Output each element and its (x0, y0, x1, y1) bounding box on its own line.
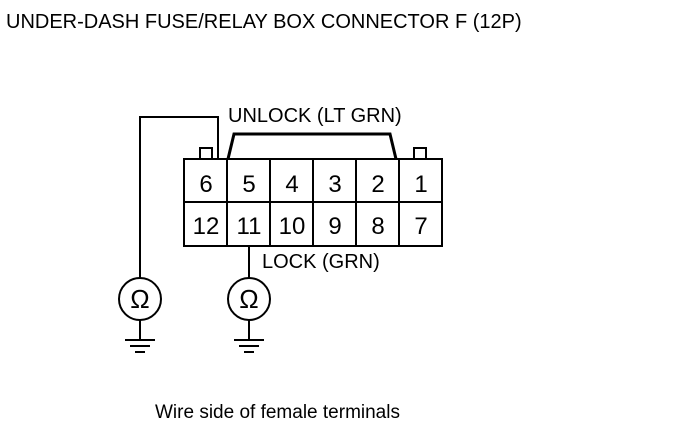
pin-label: 12 (193, 213, 220, 240)
ohm-icon: Ω (239, 284, 258, 314)
pin-label: 10 (279, 213, 306, 240)
pin-label: 11 (237, 213, 262, 240)
pin-label: 2 (371, 171, 384, 198)
connector-housing (183, 132, 443, 247)
pin-label: 5 (242, 171, 255, 198)
pin-row-bottom: 12 11 10 9 8 7 (193, 213, 428, 240)
pin-label: 4 (285, 171, 298, 198)
left-ohmmeter: Ω (118, 277, 162, 353)
right-ohmmeter: Ω (227, 277, 271, 353)
lock-label: LOCK (GRN) (262, 251, 380, 273)
diagram-title: UNDER-DASH FUSE/RELAY BOX CONNECTOR F (1… (6, 11, 522, 33)
ohm-icon: Ω (130, 284, 149, 314)
unlock-label: UNLOCK (LT GRN) (228, 105, 402, 127)
pin-label: 6 (199, 171, 212, 198)
unlock-probe-wire (139, 116, 219, 278)
pin-label: 8 (371, 213, 384, 240)
pin-row-top: 6 5 4 3 2 1 (199, 171, 427, 198)
pin-label: 1 (414, 171, 427, 198)
caption: Wire side of female terminals (155, 402, 400, 423)
pin-label: 9 (328, 213, 341, 240)
pin-label: 7 (414, 213, 427, 240)
pin-label: 3 (328, 171, 341, 198)
